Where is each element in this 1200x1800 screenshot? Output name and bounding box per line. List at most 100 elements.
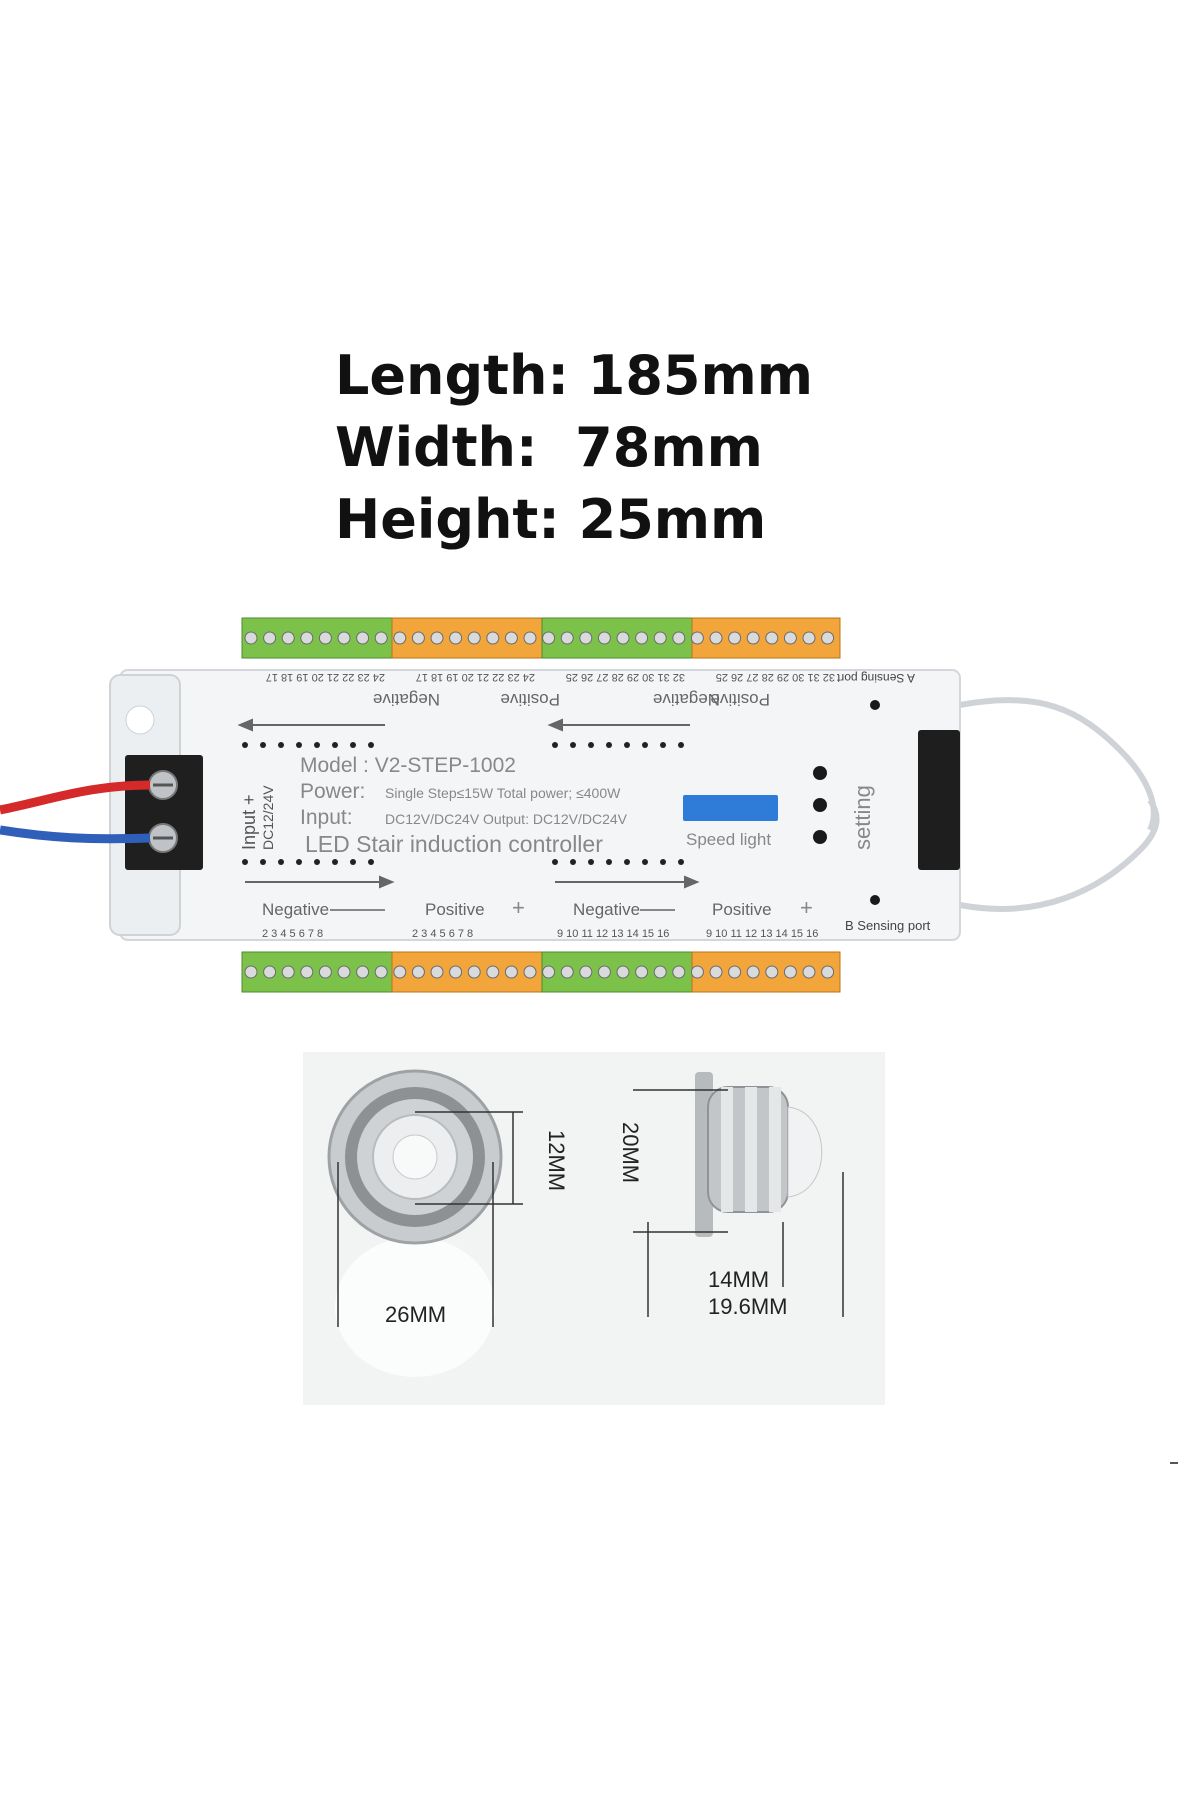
led-dot <box>278 859 284 865</box>
width-text: Width: 78mm <box>335 416 763 479</box>
terminal-screw <box>802 965 816 979</box>
led-dot <box>314 742 320 748</box>
blue-wire <box>0 825 151 844</box>
sensor-port-connector <box>918 730 960 870</box>
a-sensing-port-label: A Sensing port <box>836 671 915 685</box>
terminal-screw <box>263 631 277 645</box>
terminal-screw <box>616 631 630 645</box>
sensor-cable-top <box>959 697 1157 832</box>
sensor-side-view <box>695 1072 823 1237</box>
sensor-front-view <box>327 1069 503 1377</box>
terminal-screw <box>709 631 723 645</box>
stair-controller-image: 32 31 30 29 28 27 26 25 32 31 30 29 28 2… <box>0 617 1160 993</box>
terminal-screw <box>728 631 742 645</box>
terminal-screw <box>263 965 277 979</box>
input-voltage-label: DC12/24V <box>260 785 276 850</box>
top-numbers-3: 24 23 22 21 20 19 18 17 <box>416 671 535 683</box>
led-dot <box>588 859 594 865</box>
bottom-label-1: Negative <box>262 900 329 919</box>
terminal-screw <box>690 631 704 645</box>
led-dot <box>624 742 630 748</box>
led-dot <box>552 859 558 865</box>
terminal-screw <box>690 965 704 979</box>
terminal-screw <box>318 965 332 979</box>
led-dot <box>260 742 266 748</box>
terminal-screw <box>672 631 686 645</box>
terminal-screw <box>579 965 593 979</box>
led-dot <box>332 859 338 865</box>
front-height-label: 12MM <box>544 1130 569 1191</box>
speed-light-label: Speed light <box>686 830 771 849</box>
direction-arrows <box>237 718 700 889</box>
input-value: DC12V/DC24V Output: DC12V/DC24V <box>385 811 628 827</box>
terminal-screw <box>765 965 779 979</box>
led-dot <box>314 859 320 865</box>
terminal-screw <box>635 631 649 645</box>
led-dot <box>332 742 338 748</box>
top-terminals <box>241 617 841 659</box>
led-dot <box>606 859 612 865</box>
led-dot <box>296 742 302 748</box>
setting-button[interactable] <box>813 766 827 780</box>
bottom-numbers-3: 9 10 11 12 13 14 15 16 <box>557 928 669 940</box>
terminal-screw <box>746 631 760 645</box>
led-dot <box>570 859 576 865</box>
terminal-screw <box>523 631 537 645</box>
bottom-numbers-1: 2 3 4 5 6 7 8 <box>262 928 323 940</box>
led-dot <box>350 859 356 865</box>
terminal-screw <box>635 965 649 979</box>
top-numbers-4: 24 23 22 21 20 19 18 17 <box>266 671 385 683</box>
input-terminal-label: Input + <box>239 794 259 850</box>
terminal-screw <box>672 965 686 979</box>
led-dot <box>368 742 374 748</box>
led-dot <box>660 859 666 865</box>
product-name-text: LED Stair induction controller <box>305 831 603 857</box>
led-dot <box>552 742 558 748</box>
top-label-1: Negative <box>653 690 720 709</box>
terminal-screw <box>393 631 407 645</box>
height-text: Height: 25mm <box>335 488 767 551</box>
led-dot <box>642 859 648 865</box>
terminal-screw <box>504 965 518 979</box>
led-dot <box>678 742 684 748</box>
terminal-screw <box>523 965 537 979</box>
power-value: Single Step≤15W Total power; ≤400W <box>385 785 621 801</box>
led-dot <box>278 742 284 748</box>
terminal-screw <box>374 965 388 979</box>
led-dot <box>570 742 576 748</box>
plus-symbol: + <box>512 895 525 920</box>
b-sensing-port-label: B Sensing port <box>845 918 931 933</box>
pir-dome <box>787 1106 823 1198</box>
terminal-screw <box>504 631 518 645</box>
terminal-screw <box>374 631 388 645</box>
led-dot <box>588 742 594 748</box>
terminal-screw <box>300 631 314 645</box>
bottom-numbers-4: 9 10 11 12 13 14 15 16 <box>706 928 818 940</box>
setting-button[interactable] <box>813 830 827 844</box>
terminal-screw <box>281 631 295 645</box>
top-label-2: Positive <box>500 690 560 709</box>
top-numbers-2: 32 31 30 29 28 27 26 25 <box>566 671 685 683</box>
terminal-screw <box>560 965 574 979</box>
terminal-screw <box>411 631 425 645</box>
terminal-screw <box>542 631 556 645</box>
stray-mark <box>1170 1462 1178 1464</box>
terminal-screw <box>616 965 630 979</box>
bottom-label-4: Positive <box>712 900 772 919</box>
dimensions-block: Length: 185mm Width: 78mm Height: 25mm <box>335 340 813 556</box>
setting-button[interactable] <box>813 798 827 812</box>
terminal-screw <box>467 631 481 645</box>
terminal-screw <box>356 965 370 979</box>
terminal-screw <box>597 965 611 979</box>
top-numbers-1: 32 31 30 29 28 27 26 25 <box>716 671 835 683</box>
led-dot <box>678 859 684 865</box>
terminal-screw <box>467 965 481 979</box>
plus-symbol: + <box>800 895 813 920</box>
led-dot <box>606 742 612 748</box>
terminal-screw <box>430 631 444 645</box>
side-inner-label: 14MM <box>708 1267 769 1292</box>
terminal-screw <box>449 965 463 979</box>
led-dot <box>660 742 666 748</box>
sensor-dimension-panel: 12MM 26MM 20MM 14MM 19.6MM <box>303 1052 885 1405</box>
red-wire <box>0 780 151 815</box>
